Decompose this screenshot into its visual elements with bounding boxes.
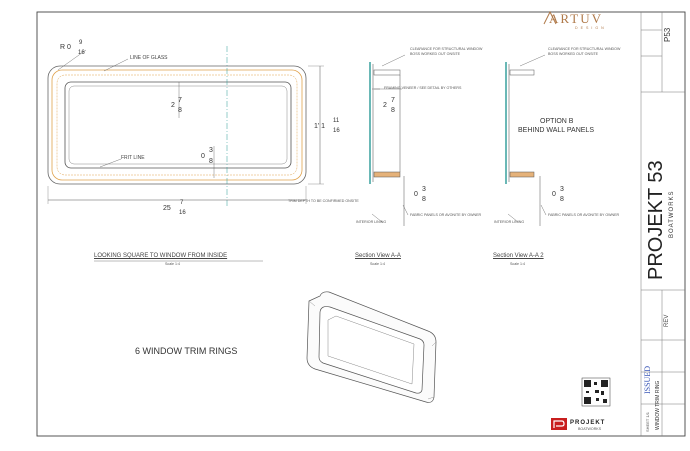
corner-radius-label: R 0 [60, 44, 71, 51]
frit-line-label: FRIT LINE [121, 155, 145, 161]
inner-trim-outline [64, 81, 292, 169]
inner-dim-whole: 2 [171, 102, 175, 109]
outer-trim-outline [47, 65, 307, 185]
inner-opening-outline [68, 85, 288, 165]
section-a-bottom-dim-whole: 0 [414, 191, 418, 198]
section-b-note-leader [519, 54, 546, 67]
option-b-title: OPTION B [540, 118, 574, 125]
section-a-scale: Scale 1:4 [370, 262, 385, 266]
qr-code [581, 377, 611, 407]
inner-dim-den: 8 [178, 107, 182, 114]
trim-depth-note: TRIM DEPTH TO BE CONFIRMED ONSITE [288, 199, 359, 203]
plan-view-title: LOOKING SQUARE TO WINDOW FROM INSIDE [94, 253, 228, 259]
glass-leader [103, 58, 129, 72]
top-cell-text: P53 [663, 27, 672, 42]
section-b-lining-leader [507, 213, 519, 223]
section-a-bottom-flange [373, 171, 401, 178]
section-a-note-leader [381, 54, 406, 67]
section-b-bottom-dim-whole: 0 [552, 191, 556, 198]
frit-line-outline [56, 74, 298, 176]
section-b-panel-leader [540, 204, 547, 216]
section-b-top-flange [509, 69, 535, 76]
plan-view [47, 46, 324, 262]
section-a-lining-note: INTERIOR LINING [356, 220, 387, 224]
section-b-title: Section View A-A 2 [493, 253, 544, 259]
width-dim-den: 16 [179, 210, 186, 216]
section-a-mid-note: FRAMING VENEER / SEE DETAIL BY OTHERS [384, 86, 462, 90]
section-a-dim-whole: 2 [383, 102, 387, 109]
brand-logo: ARTUV [549, 11, 603, 26]
section-b-view [505, 54, 547, 226]
sheet-name: WINDOW TRIM RING [655, 380, 661, 430]
section-b-bottom-dim-num: 3 [560, 186, 564, 193]
option-b-subtitle: BEHIND WALL PANELS [518, 127, 594, 134]
trim-rings-label: 6 WINDOW TRIM RINGS [135, 346, 238, 356]
section-b-bottom-flange [509, 171, 535, 178]
frit-dim-den: 8 [209, 158, 213, 165]
section-a-lining-leader [371, 213, 383, 223]
project-subtitle: BOATWORKS [669, 190, 675, 238]
line-of-glass-label: LINE OF GLASS [130, 55, 168, 61]
brand-logo-sub: DESIGN [575, 26, 607, 30]
rev-label: REV [664, 314, 670, 327]
section-b-bottom-dim-den: 8 [560, 196, 564, 203]
section-a-panel-leader [402, 204, 409, 216]
iso-trim-ring [306, 291, 437, 403]
status-stamp: ISSUED [643, 365, 652, 394]
inner-dim-num: 7 [178, 97, 182, 104]
frit-leader [99, 158, 122, 168]
section-a-top-flange [373, 69, 401, 76]
section-a-bottom-dim-num: 3 [422, 186, 426, 193]
corner-radius-num: 9 [79, 40, 83, 46]
corner-radius-den: 16 [78, 50, 85, 56]
section-a-view [369, 54, 409, 226]
frit-dim-num: 3 [209, 147, 213, 154]
section-b-scale: Scale 1:4 [510, 262, 525, 266]
project-name: PROJEKT 53 [645, 160, 667, 280]
footer-logo-sub: BOATWORKS [578, 427, 602, 431]
glass-line-outline [51, 69, 303, 181]
height-dim-num: 11 [333, 118, 340, 124]
width-dim-whole: 25 [163, 205, 171, 212]
width-dim-num: 7 [180, 200, 184, 206]
plan-view-scale: Scale 1:4 [165, 262, 180, 266]
section-a-panel-note: FABRIC PANELS OR AVONITE BY OWNER [410, 213, 482, 217]
iso-inner-opening [327, 315, 415, 385]
section-a-dim-den: 8 [391, 107, 395, 114]
section-a-top-note: CLEARANCE FOR STRUCTURAL WINDOW BOSS WOR… [410, 47, 483, 56]
sheet-border [36, 11, 686, 437]
section-b-lining-note: INTERIOR LINING [494, 220, 525, 224]
artuv-logo-mark [543, 10, 557, 25]
title-block [640, 12, 685, 436]
frit-dim-whole: 0 [201, 153, 205, 160]
sheet-number: SHEET 1/1 [645, 412, 650, 432]
radius-leader [57, 49, 87, 71]
iso-depth-edge [308, 300, 437, 400]
section-a-bottom-dim-den: 8 [422, 196, 426, 203]
section-b-top-note: CLEARANCE FOR STRUCTURAL WINDOW BOSS WOR… [548, 47, 621, 56]
footer-logo-mark [551, 418, 567, 430]
section-b-panel-note: FABRIC PANELS OR AVONITE BY OWNER [548, 213, 620, 217]
section-a-title: Section View A-A [355, 253, 401, 259]
section-a-dim-num: 7 [391, 97, 395, 104]
height-dim-whole: 1' 1 [314, 123, 326, 130]
footer-logo-text: PROJEKT [570, 420, 606, 426]
iso-inner-ring [318, 306, 425, 394]
height-dim-den: 16 [333, 128, 340, 134]
